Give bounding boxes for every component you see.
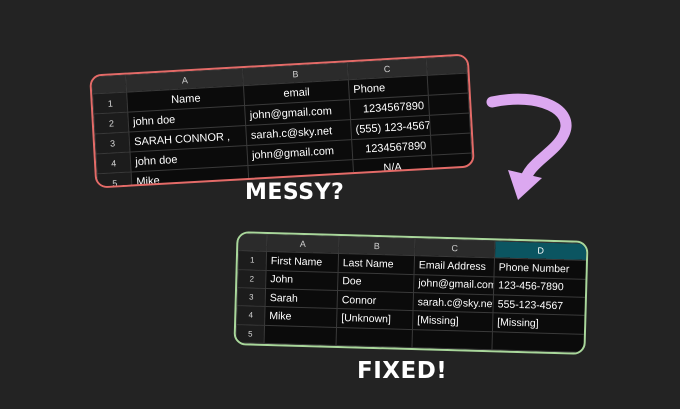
messy-caption: MESSY?: [245, 180, 345, 205]
row-number[interactable]: 4: [236, 305, 266, 326]
curved-arrow-icon: [486, 93, 572, 200]
row-number[interactable]: 3: [94, 132, 131, 154]
messy-table: A B C 1 Name email Phone 2 john doe john…: [91, 56, 473, 189]
column-header-a[interactable]: A: [266, 234, 340, 254]
cell-a2[interactable]: John: [265, 270, 339, 291]
corner-cell[interactable]: [91, 75, 127, 95]
row-number[interactable]: 5: [236, 324, 265, 344]
cell-c5[interactable]: [411, 329, 493, 350]
cell-a5[interactable]: [264, 325, 337, 346]
cell-a4[interactable]: Mike: [264, 306, 338, 328]
fixed-caption: FIXED!: [357, 358, 448, 384]
messy-spreadsheet: A B C 1 Name email Phone 2 john doe john…: [89, 53, 475, 189]
cell-c4[interactable]: [Missing]: [412, 310, 493, 332]
row-number[interactable]: 5: [97, 171, 133, 189]
cell-d2[interactable]: [427, 93, 470, 116]
row-number[interactable]: 2: [237, 269, 267, 289]
cell-b3[interactable]: Connor: [337, 290, 414, 311]
cell-d4[interactable]: [430, 132, 472, 156]
fixed-spreadsheet: A B C D 1 First Name Last Name Email Add…: [233, 231, 589, 355]
cell-a1[interactable]: First Name: [266, 251, 339, 273]
cell-d5[interactable]: [431, 152, 473, 176]
row-number[interactable]: 1: [238, 250, 267, 271]
fixed-table: A B C D 1 First Name Last Name Email Add…: [236, 233, 588, 353]
corner-cell[interactable]: [238, 233, 268, 252]
cell-c5[interactable]: N/A: [352, 155, 433, 180]
row-number[interactable]: 1: [92, 92, 129, 114]
cell-d3[interactable]: [429, 113, 471, 136]
row-number[interactable]: 4: [96, 152, 132, 174]
cell-b2[interactable]: Doe: [337, 272, 415, 293]
column-header-b[interactable]: B: [338, 236, 416, 256]
cell-c1[interactable]: Email Address: [414, 255, 495, 277]
cell-b5[interactable]: [336, 327, 413, 348]
cell-d5[interactable]: [491, 331, 585, 353]
column-header-c[interactable]: C: [414, 238, 495, 259]
row-number[interactable]: 2: [93, 112, 130, 134]
cell-c3[interactable]: sarah.c@sky.net: [413, 292, 494, 314]
cell-b4[interactable]: [Unknown]: [336, 308, 414, 330]
cell-c2[interactable]: john@gmail.com: [413, 274, 494, 295]
row-number[interactable]: 3: [237, 287, 266, 307]
cell-b1[interactable]: Last Name: [338, 253, 415, 275]
cell-a3[interactable]: Sarah: [265, 288, 338, 309]
cell-d1[interactable]: [426, 73, 469, 96]
